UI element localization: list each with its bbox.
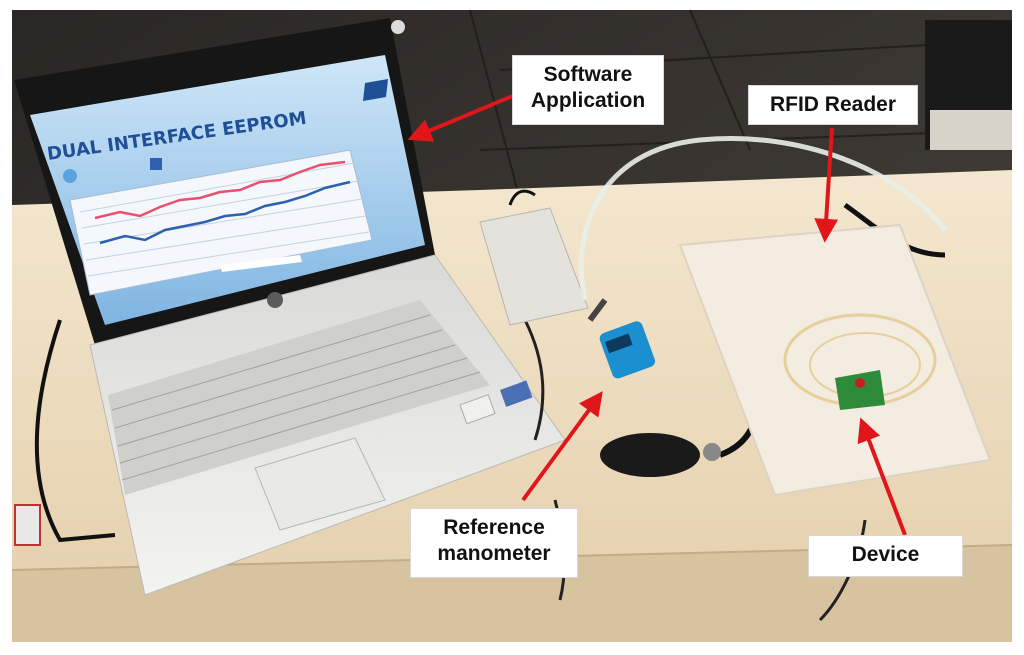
callout-device: Device — [808, 535, 963, 577]
callout-software-line-2: Application — [530, 89, 646, 112]
reference-manometer — [587, 298, 656, 379]
arrow-software — [407, 93, 516, 142]
laptop-keyboard — [108, 300, 490, 495]
pump-bulb — [600, 433, 700, 477]
st-logo — [363, 79, 388, 101]
arrow-manometer — [521, 391, 603, 502]
hp-logo — [267, 292, 283, 308]
callout-software-application: Software Application — [512, 55, 664, 125]
usb-cable — [34, 319, 116, 543]
laptop-touchpad — [254, 437, 386, 531]
screen-chart-grid — [79, 162, 370, 277]
callout-manometer-line-2: manometer — [437, 542, 551, 565]
arrow-device — [857, 417, 907, 536]
screen-bottom-bar — [220, 255, 302, 272]
callout-device-line-1: Device — [851, 543, 920, 566]
screen-icons — [63, 158, 162, 183]
callout-software-line-1: Software — [543, 63, 633, 86]
callout-rfid-reader: RFID Reader — [748, 85, 918, 125]
screen-chart-panel — [69, 149, 373, 296]
callout-arrows — [407, 93, 907, 536]
screen-series-blue — [99, 180, 351, 245]
arrow-rfid — [814, 127, 839, 243]
usb-module-box — [479, 207, 589, 326]
callout-manometer-line-1: Reference — [443, 516, 545, 539]
screen-series-pink — [94, 160, 346, 220]
callout-rfid-line-1: RFID Reader — [769, 93, 897, 116]
desk-front — [12, 545, 1012, 642]
callout-reference-manometer: Reference manometer — [410, 508, 578, 578]
device-pcb — [835, 370, 885, 410]
clear-tubing — [578, 135, 947, 301]
keyboard-keys — [111, 314, 481, 481]
